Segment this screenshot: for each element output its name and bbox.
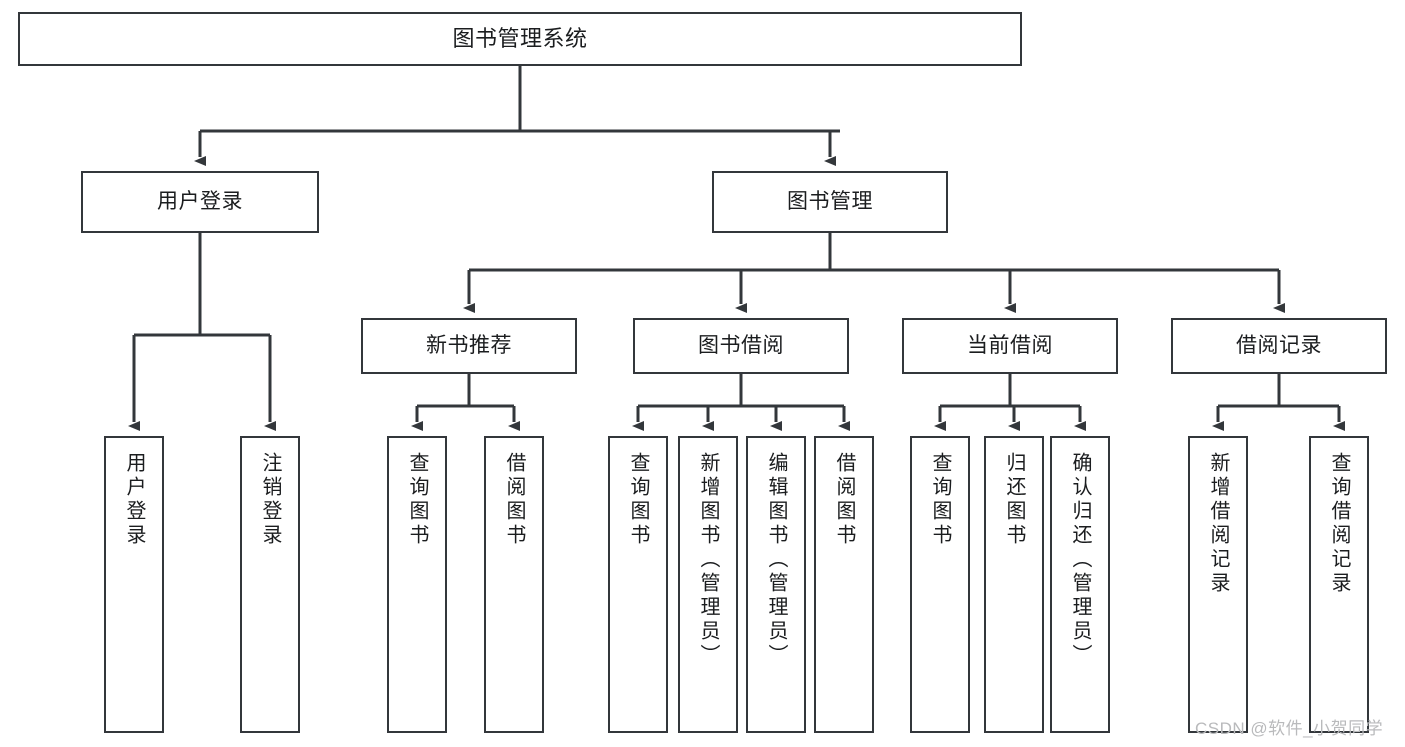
node-current-borrow[interactable]: 当前借阅: [902, 318, 1118, 374]
node-leaf-query-book-3-label: 查询图书: [929, 452, 951, 548]
node-leaf-add-book[interactable]: 新增图书（管理员）: [678, 436, 738, 733]
node-leaf-return-book[interactable]: 归还图书: [984, 436, 1044, 733]
node-current-borrow-label: 当前借阅: [967, 333, 1053, 357]
csdn-watermark: CSDN @软件_小贺同学: [1195, 719, 1384, 738]
node-root[interactable]: 图书管理系统: [18, 12, 1022, 66]
node-leaf-confirm-return[interactable]: 确认归还（管理员）: [1050, 436, 1110, 733]
node-book-borrow-label: 图书借阅: [698, 333, 784, 357]
node-leaf-query-book-2[interactable]: 查询图书: [608, 436, 668, 733]
node-borrow-record[interactable]: 借阅记录: [1171, 318, 1387, 374]
node-leaf-borrow-book-1-label: 借阅图书: [503, 452, 525, 548]
node-new-book-recommend[interactable]: 新书推荐: [361, 318, 577, 374]
node-leaf-edit-book[interactable]: 编辑图书（管理员）: [746, 436, 806, 733]
node-leaf-query-book-2-label: 查询图书: [627, 452, 649, 548]
node-leaf-return-book-label: 归还图书: [1003, 452, 1025, 548]
node-leaf-edit-book-label: 编辑图书（管理员）: [765, 452, 787, 668]
node-book-manage-label: 图书管理: [787, 189, 873, 213]
node-leaf-query-borrow-record[interactable]: 查询借阅记录: [1309, 436, 1369, 733]
node-leaf-add-borrow-record-label: 新增借阅记录: [1207, 452, 1229, 596]
node-leaf-user-login-label: 用户登录: [123, 452, 145, 548]
node-borrow-record-label: 借阅记录: [1236, 333, 1322, 357]
node-leaf-query-book-3[interactable]: 查询图书: [910, 436, 970, 733]
node-leaf-borrow-book-1[interactable]: 借阅图书: [484, 436, 544, 733]
node-leaf-query-book-1-label: 查询图书: [406, 452, 428, 548]
node-leaf-user-login[interactable]: 用户登录: [104, 436, 164, 733]
node-leaf-user-logout[interactable]: 注销登录: [240, 436, 300, 733]
node-leaf-add-borrow-record[interactable]: 新增借阅记录: [1188, 436, 1248, 733]
node-leaf-query-book-1[interactable]: 查询图书: [387, 436, 447, 733]
node-user-login-label: 用户登录: [157, 189, 243, 213]
node-leaf-confirm-return-label: 确认归还（管理员）: [1069, 452, 1091, 668]
node-leaf-user-logout-label: 注销登录: [259, 452, 281, 548]
node-new-book-recommend-label: 新书推荐: [426, 333, 512, 357]
node-user-login[interactable]: 用户登录: [81, 171, 319, 233]
node-book-manage[interactable]: 图书管理: [712, 171, 948, 233]
node-leaf-add-book-label: 新增图书（管理员）: [697, 452, 719, 668]
node-leaf-query-borrow-record-label: 查询借阅记录: [1328, 452, 1350, 596]
node-root-label: 图书管理系统: [452, 26, 588, 52]
node-leaf-borrow-book-2-label: 借阅图书: [833, 452, 855, 548]
node-book-borrow[interactable]: 图书借阅: [633, 318, 849, 374]
node-leaf-borrow-book-2[interactable]: 借阅图书: [814, 436, 874, 733]
